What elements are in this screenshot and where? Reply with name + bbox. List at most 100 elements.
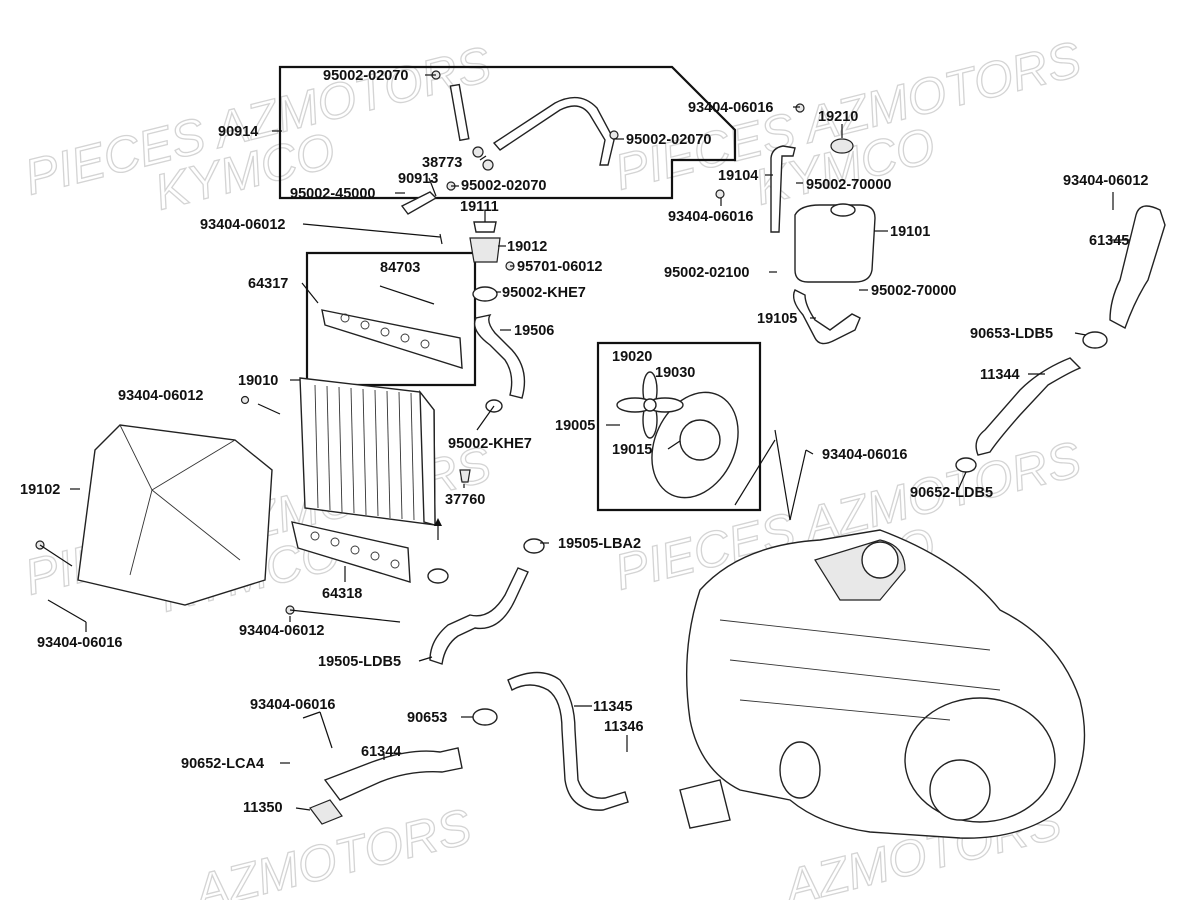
bolt-part	[379, 285, 435, 305]
part-label: 95002-KHE7	[502, 285, 586, 301]
engine-flange	[679, 779, 731, 829]
clamp-part	[1082, 331, 1108, 349]
fan-shroud	[77, 424, 273, 606]
clamp-part	[472, 286, 498, 302]
lower-bracket	[291, 521, 411, 583]
part-label: 19012	[507, 239, 547, 255]
part-label: 95002-45000	[290, 186, 375, 202]
hose-19505	[429, 567, 529, 665]
engine-part	[779, 741, 821, 799]
part-label: 95002-70000	[806, 177, 891, 193]
part-label: 90913	[398, 171, 438, 187]
fan-motor	[679, 419, 721, 461]
part-label: 90914	[218, 124, 258, 140]
engine-part	[861, 541, 899, 579]
part-label: 93404-06012	[118, 388, 203, 404]
upper-bracket	[321, 285, 463, 369]
part-label: 11345	[593, 699, 633, 715]
engine-cover-hub	[929, 759, 991, 821]
part-label: 19010	[238, 373, 278, 389]
clamp-part	[472, 146, 484, 158]
clamp-part	[609, 130, 619, 140]
hose-11344	[975, 357, 1082, 456]
part-label: 90653-LDB5	[970, 326, 1053, 342]
part-label: 95701-06012	[517, 259, 602, 275]
part-label: 19506	[514, 323, 554, 339]
part-label: 84703	[380, 260, 420, 276]
part-label: 95002-02070	[626, 132, 711, 148]
part-label: 93404-06016	[688, 100, 773, 116]
part-label: 19104	[718, 168, 758, 184]
part-label: 19005	[555, 418, 595, 434]
part-label: 19111	[460, 199, 499, 215]
part-label: 19102	[20, 482, 60, 498]
cap-part	[830, 138, 854, 154]
bracket-part	[291, 521, 411, 583]
hose-11345	[507, 671, 629, 811]
bolt-part	[715, 189, 725, 199]
part-label: 93404-06016	[250, 697, 335, 713]
part-labels: 95002-02070 90914 95002-02070 38773 9091…	[20, 68, 1148, 816]
part-label: 19210	[818, 109, 858, 125]
part-label: 64318	[322, 586, 362, 602]
part-label: 11350	[243, 800, 283, 816]
part-label: 19101	[890, 224, 930, 240]
hardware	[35, 192, 1114, 749]
part-label: 93404-06016	[822, 447, 907, 463]
part-label: 38773	[422, 155, 462, 171]
part-label: 95002-70000	[871, 283, 956, 299]
part-label: 11346	[604, 719, 644, 735]
clamp-part	[482, 159, 494, 171]
clamp-part	[427, 568, 449, 584]
part-label: 95002-02070	[461, 178, 546, 194]
part-label: 95002-02100	[664, 265, 749, 281]
hose-part	[792, 289, 861, 345]
sensor-part	[459, 469, 471, 483]
part-label: 19505-LBA2	[558, 536, 641, 552]
hose-kit-box	[278, 65, 737, 200]
shroud-body	[77, 424, 273, 606]
fan-kit-box	[596, 341, 762, 512]
thermostat-parts	[459, 221, 526, 483]
part-label: 93404-06016	[37, 635, 122, 651]
bracket-kit-box	[305, 251, 477, 387]
clamp-part	[523, 538, 545, 554]
part-label: 90652-LDB5	[910, 485, 993, 501]
hose-part	[770, 145, 796, 233]
part-label: 64317	[248, 276, 288, 292]
part-label: 93404-06016	[668, 209, 753, 225]
part-label: 90652-LCA4	[181, 756, 264, 772]
part-label: 19505-LDB5	[318, 654, 401, 670]
part-label: 19105	[757, 311, 797, 327]
reservoir-parts	[715, 103, 876, 345]
fan-assembly	[616, 371, 739, 499]
hose-61344	[323, 747, 463, 801]
part-label: 93404-06012	[1063, 173, 1148, 189]
reservoir-tank	[794, 204, 876, 283]
part-label: 37760	[445, 492, 485, 508]
hose-part	[400, 191, 438, 215]
clip-part	[309, 799, 343, 825]
fan-blades	[616, 371, 684, 439]
part-label: 95002-KHE7	[448, 436, 532, 452]
housing-part	[469, 237, 501, 263]
part-label: 95002-02070	[323, 68, 408, 84]
reservoir-neck	[830, 203, 856, 217]
radiator	[299, 377, 436, 526]
bolt-part	[795, 103, 805, 113]
part-label: 11344	[980, 367, 1020, 383]
engine-block	[679, 529, 1086, 839]
right-hoses	[955, 205, 1166, 473]
hose-part	[492, 96, 615, 166]
clamp-part	[955, 457, 977, 473]
hose-part	[473, 313, 526, 399]
part-label: 93404-06012	[200, 217, 285, 233]
part-label: 61344	[361, 744, 401, 760]
part-label: 61345	[1089, 233, 1129, 249]
hose-part	[449, 83, 470, 142]
bracket-part	[321, 309, 463, 369]
part-label: 19030	[655, 365, 695, 381]
leader-lines	[70, 74, 1130, 811]
hose-kit-parts	[400, 70, 619, 215]
